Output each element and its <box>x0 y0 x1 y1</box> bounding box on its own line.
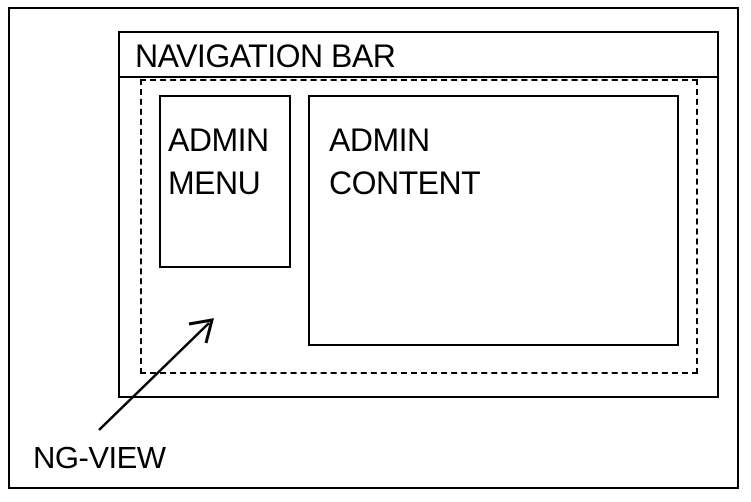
admin-menu-label-line-2: MENU <box>168 165 261 201</box>
app-window: NAVIGATION BAR <box>118 31 719 398</box>
admin-content-label-line-2: CONTENT <box>329 165 481 201</box>
outer-frame <box>8 7 739 489</box>
ng-view-label: NG-VIEW <box>33 440 166 475</box>
ng-view-region <box>140 79 698 374</box>
admin-content-label: ADMIN CONTENT <box>329 119 481 205</box>
navigation-bar-label: NAVIGATION BAR <box>135 38 396 74</box>
admin-menu-box: ADMIN MENU <box>159 95 291 268</box>
admin-content-box: ADMIN CONTENT <box>308 95 679 346</box>
admin-content-label-line-1: ADMIN <box>329 122 430 158</box>
navigation-bar: NAVIGATION BAR <box>120 33 717 78</box>
admin-menu-label: ADMIN MENU <box>168 119 269 205</box>
admin-menu-label-line-1: ADMIN <box>168 122 269 158</box>
